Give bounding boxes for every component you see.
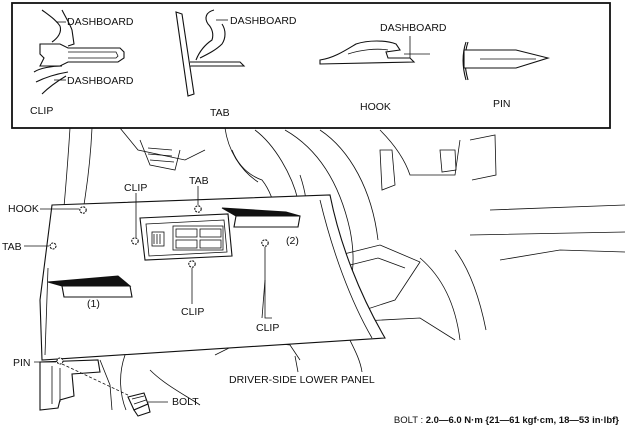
clip-marker-right <box>261 239 269 247</box>
main-illustration: HOOK TAB CLIP TAB (2) (1) CLIP CLIP PIN … <box>2 127 625 426</box>
step-1-label: (1) <box>87 298 100 310</box>
clip-detail: DASHBOARD DASHBOARD CLIP <box>30 9 134 117</box>
pin-inset-label: PIN <box>493 98 511 110</box>
clip-top-callout: DASHBOARD <box>67 16 134 28</box>
bolt-torque-spec: BOLT : 2.0—6.0 N·m {21—61 kgf·cm, 18—53 … <box>394 415 619 426</box>
bolt-label: BOLT <box>172 396 199 408</box>
pin-marker <box>56 357 64 365</box>
pin-label: PIN <box>13 357 31 369</box>
fastener-markers <box>49 205 269 365</box>
clip-marker-mid <box>188 260 196 268</box>
tab-callout: DASHBOARD <box>230 15 297 27</box>
hook-detail: DASHBOARD HOOK <box>319 22 447 113</box>
clip-label-top: CLIP <box>124 182 147 194</box>
tab-label-top: TAB <box>189 175 209 187</box>
step-2-label: (2) <box>286 235 299 247</box>
switch-module <box>139 213 233 261</box>
clip-label-right: CLIP <box>256 322 279 334</box>
pin-detail: PIN <box>462 41 551 110</box>
hook-inset-label: HOOK <box>360 101 391 113</box>
tab-marker-top <box>194 205 202 213</box>
lower-panel-outline <box>39 194 386 361</box>
inset-detail-box: DASHBOARD DASHBOARD CLIP DASHBOARD TAB D… <box>11 2 611 129</box>
hook-label: HOOK <box>8 203 39 215</box>
pin-bracket <box>39 359 101 411</box>
tab-marker-left <box>49 242 57 250</box>
clip-inset-label: CLIP <box>30 105 53 117</box>
bolt-icon <box>127 392 151 417</box>
removal-arrow-2 <box>221 207 301 228</box>
tab-inset-label: TAB <box>210 107 230 119</box>
tab-detail: DASHBOARD TAB <box>175 9 297 119</box>
tab-label-left: TAB <box>2 241 22 253</box>
clip-bottom-callout: DASHBOARD <box>67 75 134 87</box>
clip-marker-top <box>131 237 139 245</box>
hook-marker <box>79 206 87 214</box>
clip-label-mid: CLIP <box>181 306 204 318</box>
hook-callout: DASHBOARD <box>380 22 447 34</box>
leader-lines <box>24 186 299 403</box>
panel-label: DRIVER-SIDE LOWER PANEL <box>229 374 375 386</box>
removal-arrow-1 <box>47 275 133 298</box>
